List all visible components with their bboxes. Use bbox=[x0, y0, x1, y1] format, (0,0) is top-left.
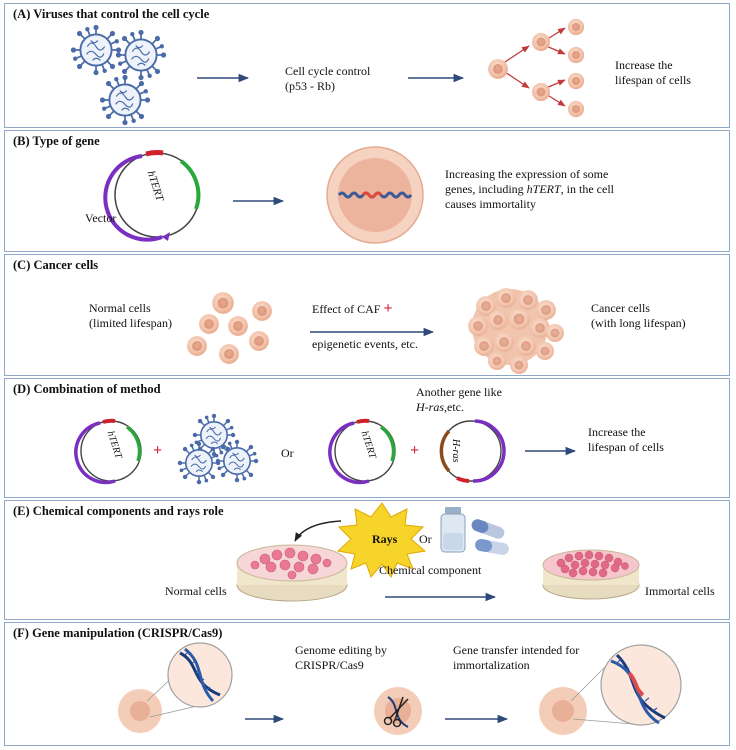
panel-a: (A) Viruses that control the cell cycle bbox=[4, 3, 730, 128]
cell-icon bbox=[567, 46, 585, 64]
genome-editing-label: Genome editing by CRISPR/Cas9 bbox=[295, 643, 387, 672]
cell-cycle-control-label: Cell cycle control (p53 - Rb) bbox=[285, 64, 371, 93]
normal-cells-label: Normal cells bbox=[165, 584, 227, 598]
petri-dish-immortal-icon bbox=[542, 549, 640, 600]
plus-icon: + bbox=[410, 442, 420, 459]
vector-label: Vector bbox=[85, 211, 117, 225]
panel-f-title: (F) Gene manipulation (CRISPR/Cas9) bbox=[13, 626, 223, 640]
cell-icon bbox=[252, 301, 272, 321]
or-label: Or bbox=[281, 446, 294, 460]
gene-transfer-label: Gene transfer intended for immortalizati… bbox=[453, 643, 580, 672]
crispr-cell-icon bbox=[374, 687, 422, 735]
gene-expression-description: Increasing the expression of some genes,… bbox=[445, 167, 614, 211]
capsule-icon bbox=[471, 519, 509, 555]
cell-zoom-icon bbox=[539, 644, 682, 735]
panel-b-art bbox=[103, 146, 424, 244]
cell-icon bbox=[567, 18, 585, 36]
panel-b-title: (B) Type of gene bbox=[13, 134, 100, 148]
cell-icon bbox=[488, 59, 508, 79]
panel-f: (F) Gene manipulation (CRISPR/Cas9) bbox=[4, 622, 730, 746]
panel-e-art bbox=[236, 502, 640, 602]
panel-c-title: (C) Cancer cells bbox=[13, 258, 99, 272]
virus-icon bbox=[215, 439, 259, 483]
panel-f-art bbox=[118, 642, 682, 735]
virus-icon bbox=[177, 441, 221, 485]
plus-icon: + bbox=[383, 300, 393, 317]
virus-icon bbox=[115, 29, 167, 81]
vial-icon bbox=[440, 507, 466, 553]
rays-label: Rays bbox=[372, 532, 398, 546]
plus-icon: + bbox=[153, 442, 163, 459]
cell-icon bbox=[187, 336, 207, 356]
cell-icon bbox=[212, 292, 234, 314]
panel-a-title: (A) Viruses that control the cell cycle bbox=[13, 7, 210, 21]
dna-helix-icon bbox=[179, 647, 221, 703]
cell-icon bbox=[219, 344, 239, 364]
cell-zoom-icon bbox=[118, 642, 233, 733]
increase-lifespan-label: Increase the lifespan of cells bbox=[615, 58, 691, 87]
dna-helix-icon bbox=[610, 653, 666, 725]
panel-a-art bbox=[70, 18, 585, 126]
panel-e: (E) Chemical components and rays role bbox=[4, 500, 730, 620]
cancer-cells-label: Cancer cells (with long lifespan) bbox=[591, 301, 686, 330]
panel-c: (C) Cancer cells bbox=[4, 254, 730, 376]
petri-dish-normal-icon bbox=[236, 544, 348, 602]
cell-icon bbox=[199, 314, 219, 334]
increase-lifespan-label: Increase the lifespan of cells bbox=[588, 425, 664, 454]
htert-plasmid-icon bbox=[328, 418, 396, 485]
or-label: Or bbox=[419, 532, 432, 546]
virus-icon bbox=[70, 24, 122, 76]
rays-burst-icon bbox=[336, 502, 427, 579]
panel-c-art bbox=[187, 288, 564, 374]
cancer-cluster-icon bbox=[468, 288, 564, 374]
htert-plasmid-icon bbox=[74, 418, 142, 485]
cell-icon bbox=[532, 83, 550, 101]
cell-with-gene-icon bbox=[326, 146, 424, 244]
cell-icon bbox=[567, 100, 585, 118]
chemical-component-label: Chemical component bbox=[379, 563, 482, 577]
hras-gene-label: H-ras bbox=[450, 439, 461, 463]
another-gene-label: Another gene like H-ras,etc. bbox=[416, 385, 502, 414]
cell-icon bbox=[228, 316, 248, 336]
normal-cells-label: Normal cells (limited lifespan) bbox=[89, 301, 172, 330]
panel-d-art bbox=[74, 413, 577, 485]
cell-icon bbox=[249, 331, 269, 351]
cell-icon bbox=[532, 33, 550, 51]
panel-b: (B) Type of gene hTERT Vector Increasing bbox=[4, 130, 730, 252]
panel-e-title: (E) Chemical components and rays role bbox=[13, 504, 224, 518]
epigenetic-events-label: epigenetic events, etc. bbox=[312, 337, 418, 351]
panel-d: (D) Combination of method bbox=[4, 378, 730, 498]
effect-of-caf-label: Effect of CAF + bbox=[312, 300, 393, 317]
immortal-cells-label: Immortal cells bbox=[645, 584, 715, 598]
hras-plasmid-icon bbox=[439, 419, 506, 483]
plasmid-icon bbox=[103, 150, 201, 242]
panel-d-title: (D) Combination of method bbox=[13, 382, 161, 396]
virus-icon bbox=[99, 74, 151, 126]
scissors-icon bbox=[383, 696, 409, 728]
cell-icon bbox=[567, 72, 585, 90]
arrow-icon bbox=[294, 520, 342, 542]
